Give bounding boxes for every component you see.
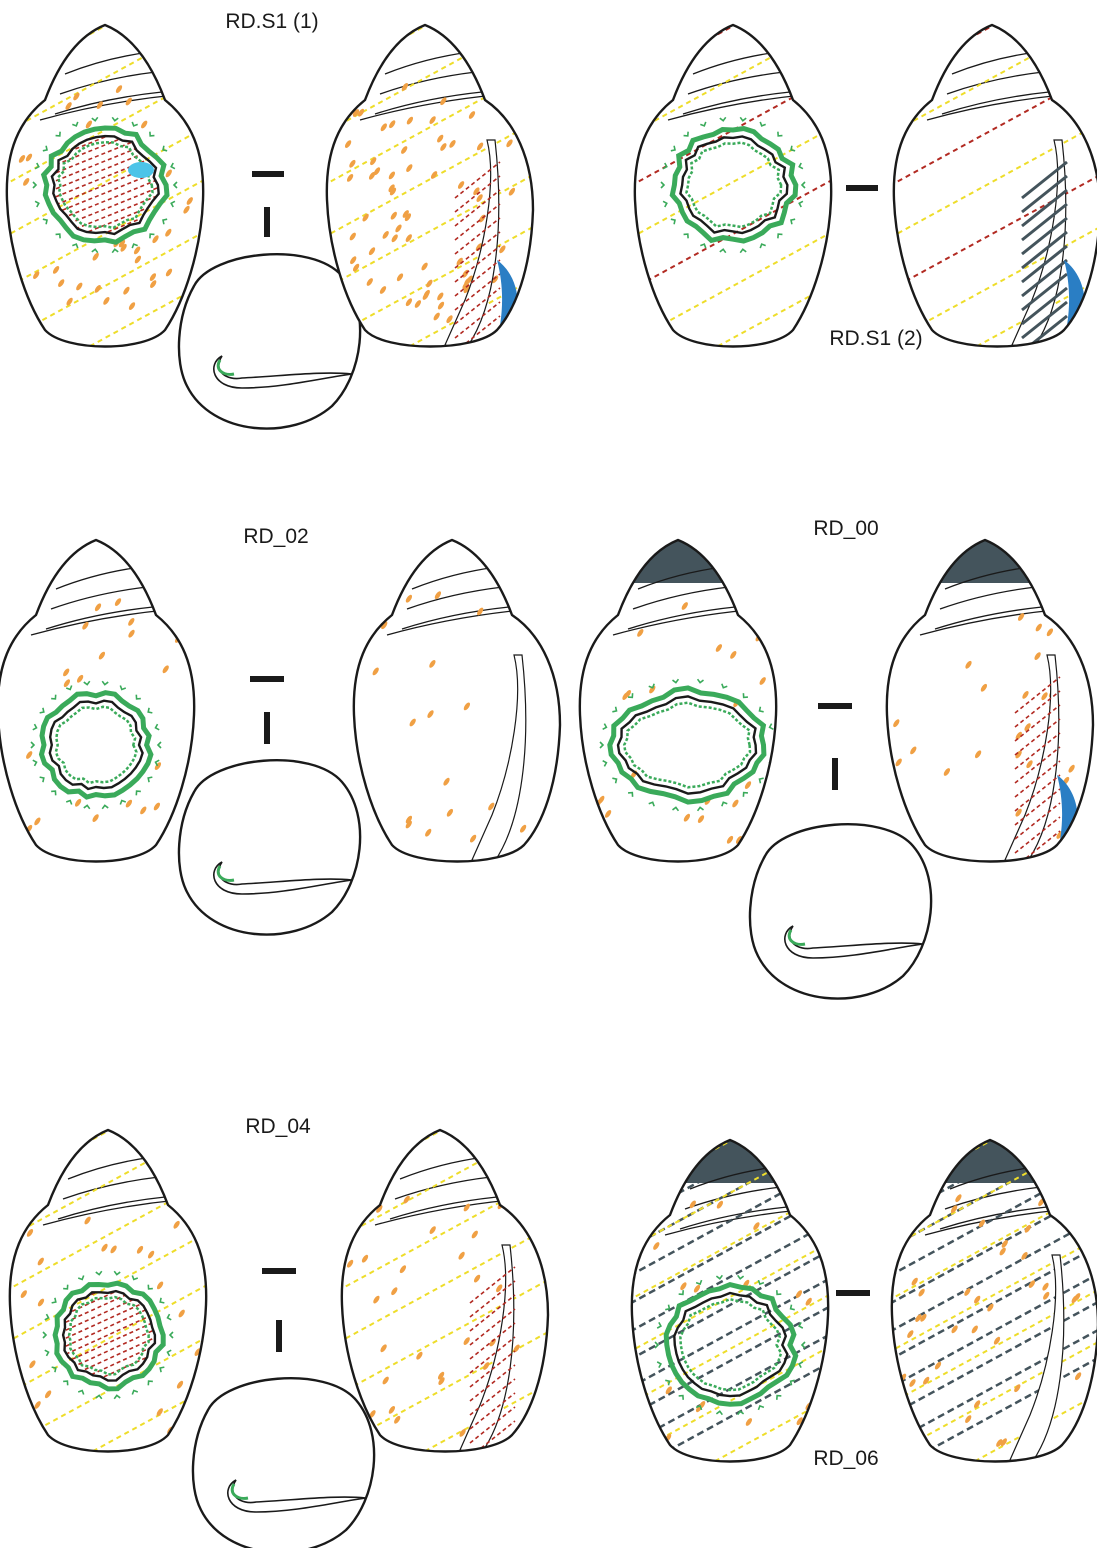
orange-spot xyxy=(1064,1198,1073,1208)
aperture-outline xyxy=(179,254,360,428)
aperture-view xyxy=(750,824,931,998)
scale-bar xyxy=(262,1268,296,1352)
aperture-outline xyxy=(193,1378,374,1548)
aperture-view xyxy=(193,1378,374,1548)
shell-body xyxy=(892,1140,1097,1462)
color-band-line xyxy=(0,1019,218,1139)
shell-body xyxy=(0,540,194,862)
aperture-view xyxy=(179,254,360,428)
scale-bar xyxy=(836,1290,870,1296)
shell-body xyxy=(327,25,533,347)
shell-body xyxy=(887,540,1093,862)
shell-front-view xyxy=(623,0,843,450)
grey-hatch-line xyxy=(620,993,840,1113)
orange-spot xyxy=(809,1221,818,1231)
specimen-rd-00: RD_00 xyxy=(580,517,1093,999)
shell-body xyxy=(354,540,560,862)
orange-spot xyxy=(513,1193,522,1203)
shell-front-view xyxy=(620,937,840,1548)
specimen-label-rd-06: RD_06 xyxy=(813,1447,878,1470)
specimen-label-rd-02: RD_02 xyxy=(243,525,308,548)
shell-front-view xyxy=(0,0,215,450)
orange-spot xyxy=(591,596,600,606)
orange-spot xyxy=(611,596,620,606)
orange-spot xyxy=(3,616,12,626)
aperture-view xyxy=(179,760,360,934)
color-band-line xyxy=(330,1019,550,1139)
specimen-label-rd-s1-1: RD.S1 (1) xyxy=(225,10,318,33)
color-band-line xyxy=(620,1029,840,1149)
specimen-rd-s1-2: RD.S1 (2) xyxy=(623,0,1097,450)
specimen-label-rd-04: RD_04 xyxy=(245,1115,311,1138)
orange-spot xyxy=(784,1191,793,1201)
orange-spot xyxy=(178,84,187,94)
specimen-label-rd-s1-2: RD.S1 (2) xyxy=(829,327,922,350)
grey-hatch-line xyxy=(880,965,1097,1085)
orange-spot xyxy=(651,1439,660,1449)
color-band-line xyxy=(623,330,843,450)
shell-back-view xyxy=(880,937,1097,1548)
shell-body xyxy=(342,1130,548,1452)
scale-bar xyxy=(250,676,284,744)
specimen-rd-04: RD_04 xyxy=(0,1019,550,1548)
shell-front-view xyxy=(0,1019,218,1548)
specimen-rd-s1-1: RD.S1 (1) xyxy=(0,0,535,450)
scale-bar xyxy=(818,703,852,790)
orange-spot xyxy=(811,1429,820,1439)
orange-spot xyxy=(178,96,187,106)
shell-back-view xyxy=(354,540,560,865)
specimen-rd-02: RD_02 xyxy=(0,525,560,935)
aperture-outline xyxy=(750,824,931,998)
specimen-rd-06: RD_06 xyxy=(620,937,1097,1548)
shell-back-view xyxy=(882,0,1097,450)
shell-body xyxy=(632,1140,828,1462)
shell-back-view xyxy=(887,535,1093,867)
orange-spot xyxy=(334,114,343,124)
color-band-line xyxy=(880,1029,1097,1149)
shell-front-view xyxy=(580,535,776,862)
light-blue-patch xyxy=(128,162,154,178)
shell-front-view xyxy=(0,540,194,862)
specimen-label-rd-00: RD_00 xyxy=(813,517,878,540)
aperture-outline xyxy=(179,760,360,934)
scale-bar xyxy=(846,185,878,191)
scale-bar xyxy=(252,171,284,237)
orange-spot xyxy=(189,99,198,109)
grey-hatch-line xyxy=(620,1021,840,1141)
grey-hatch-line xyxy=(880,993,1097,1113)
grey-hatch-line xyxy=(880,1021,1097,1141)
